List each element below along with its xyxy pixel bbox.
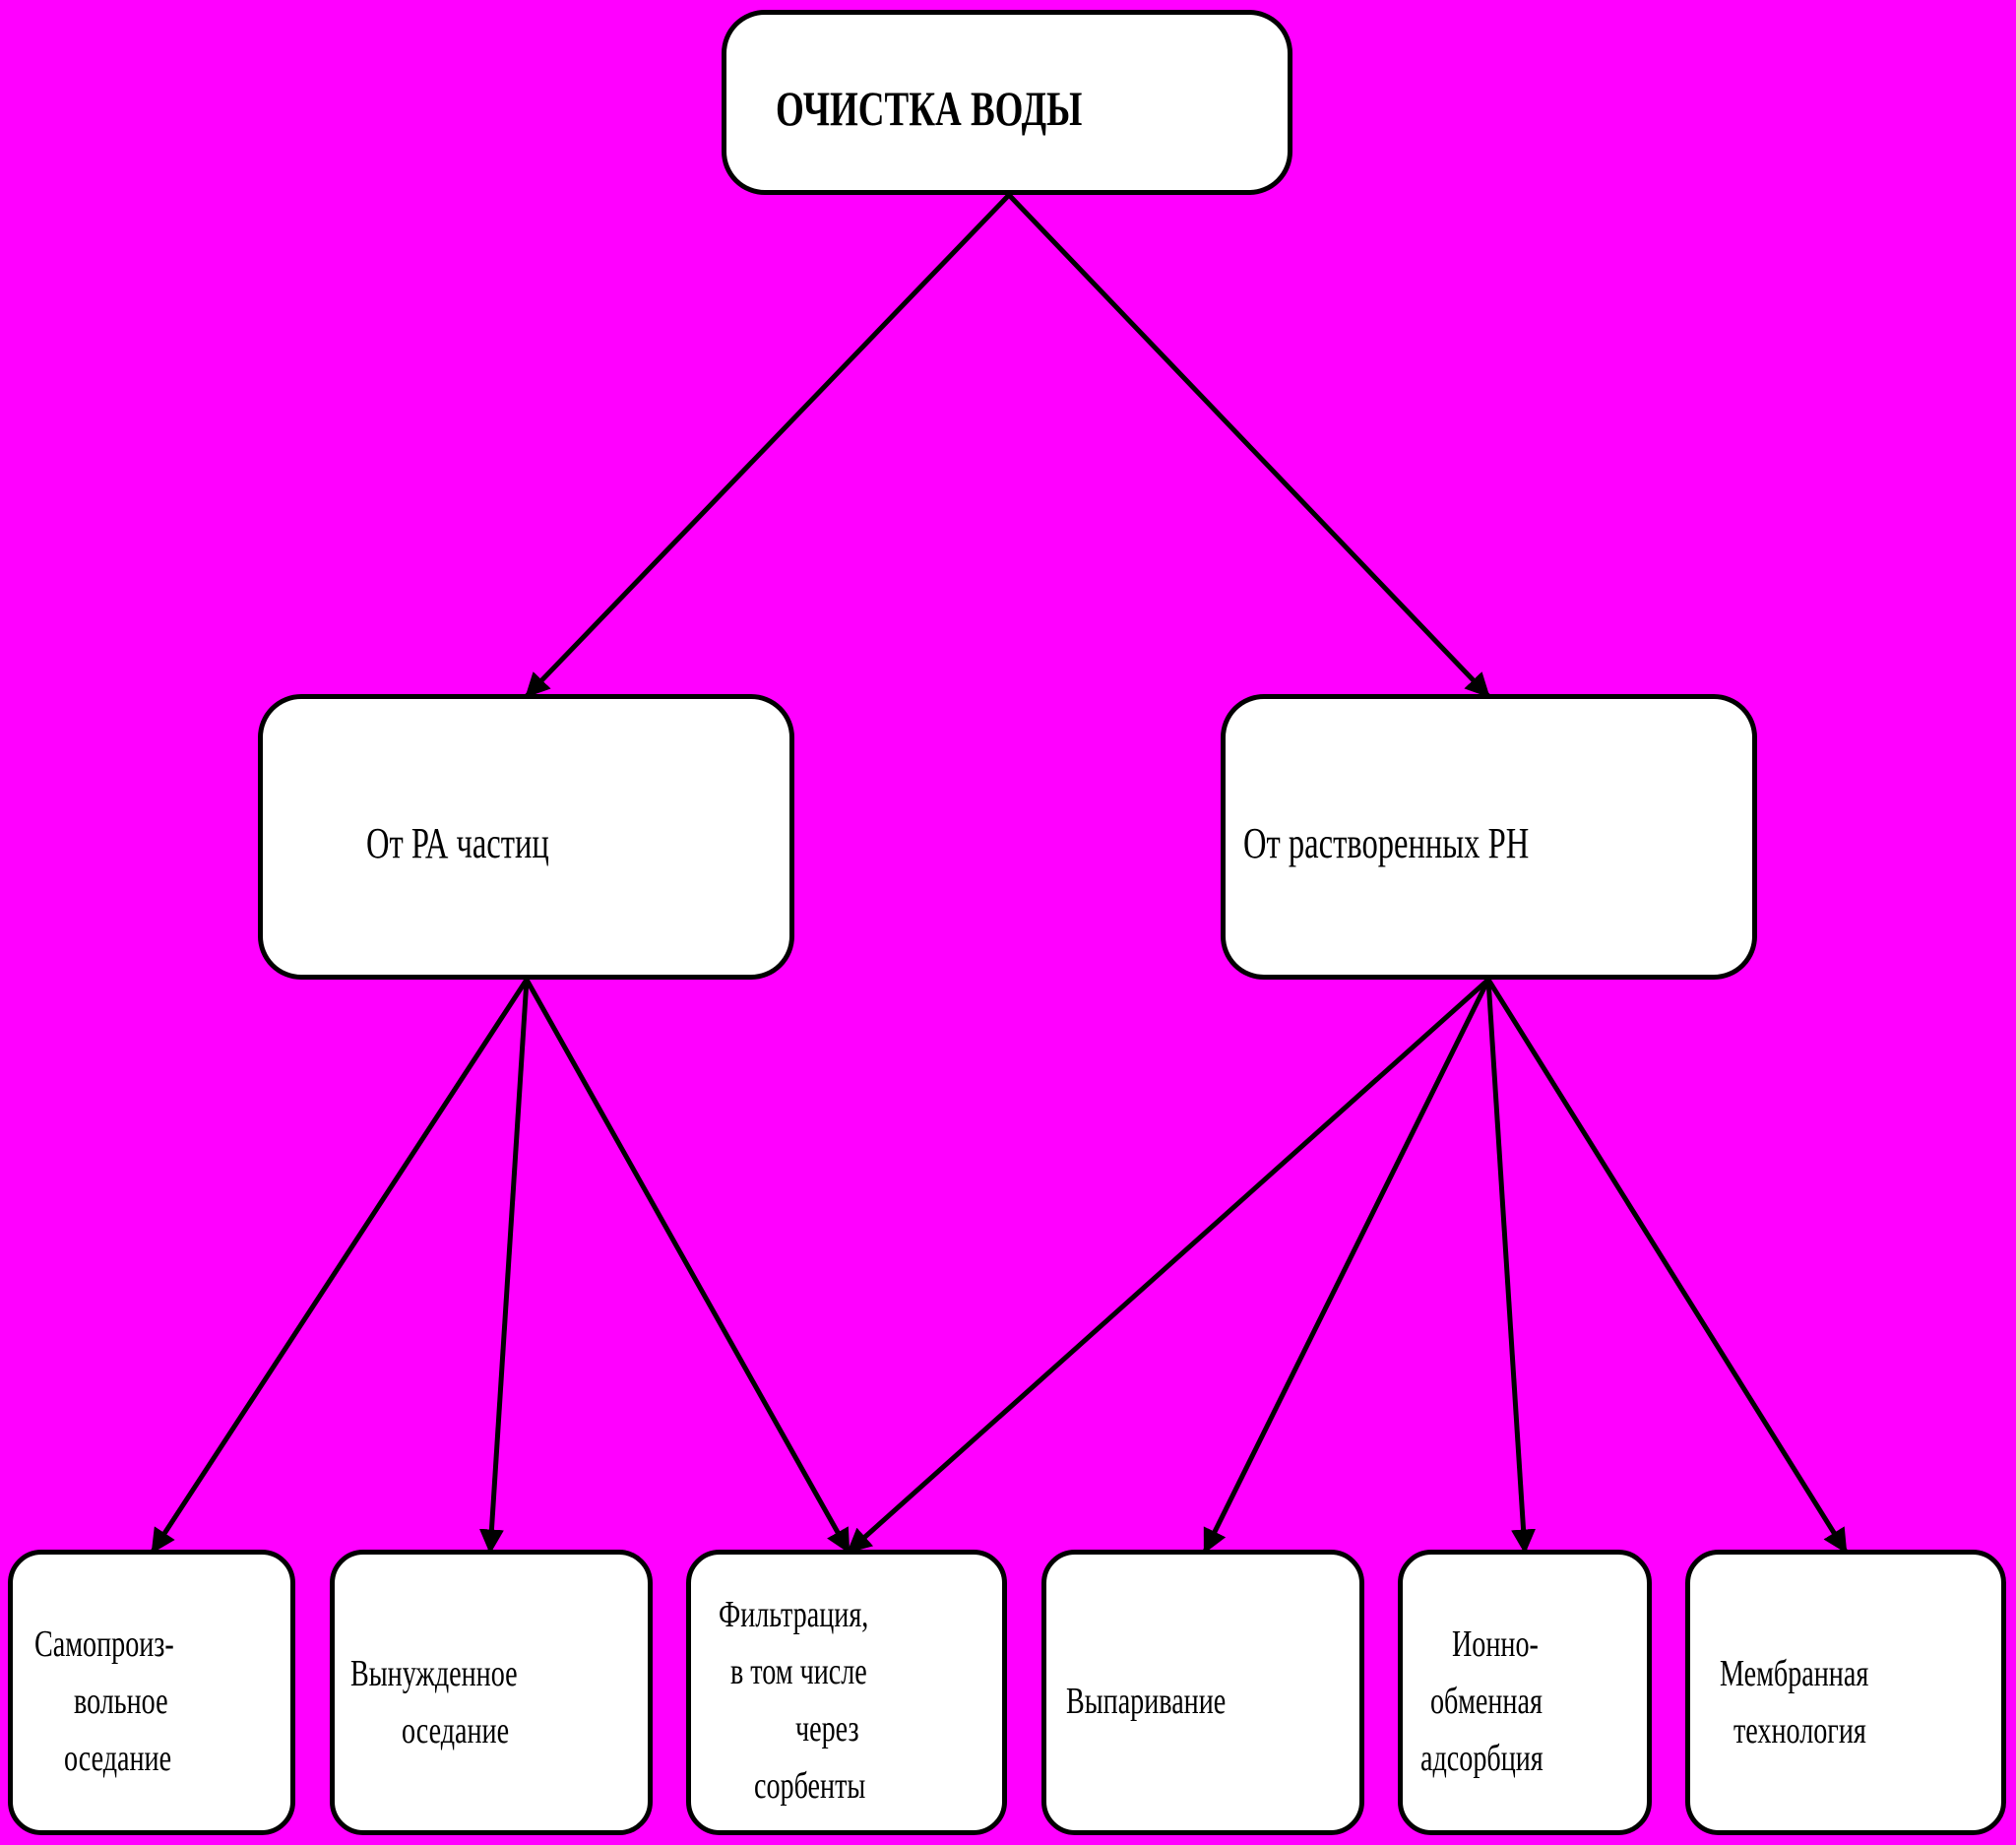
branch-dissolved-node: От растворенных РН [1221, 694, 1757, 980]
leaf-line: оседание [64, 1738, 172, 1779]
arrow-dissolved-to-membrane [1485, 978, 1849, 1555]
leaf-filtration: Фильтрация, в том числе через сорбенты [686, 1550, 1007, 1835]
arrow-dissolved-to-ion_exchange [1485, 979, 1537, 1555]
leaf-line: адсорбция [1420, 1738, 1544, 1779]
arrow-suspended-to-filtration [524, 978, 851, 1555]
leaf-line: Мембранная [1720, 1653, 1869, 1694]
leaf-line: Вынужденное [350, 1653, 518, 1694]
arrow-root-to-dissolved [1007, 193, 1490, 698]
arrow-suspended-to-forced [478, 979, 530, 1555]
root-label: ОЧИСТКА ВОДЫ [776, 81, 1083, 136]
leaf-line: Выпаривание [1066, 1681, 1227, 1722]
leaf-evaporation: Выпаривание [1041, 1550, 1364, 1835]
leaf-spontaneous-settling: Самопроиз- вольное оседание [8, 1550, 295, 1835]
branch-suspended-node: От РА частиц [258, 694, 794, 980]
leaf-line: через [795, 1708, 859, 1750]
leaf-line: оседание [402, 1710, 510, 1751]
leaf-line: в том числе [730, 1651, 867, 1692]
arrow-dissolved-to-filtration [847, 978, 1490, 1554]
leaf-line: Фильтрация, [719, 1594, 869, 1635]
leaf-line: Ионно- [1452, 1623, 1539, 1665]
leaf-line: Самопроиз- [34, 1623, 174, 1665]
leaf-line: технология [1733, 1710, 1866, 1751]
root-node: ОЧИСТКА ВОДЫ [722, 10, 1292, 195]
arrow-suspended-to-spontaneous [150, 978, 530, 1555]
leaf-line: сорбенты [754, 1765, 866, 1807]
leaf-forced-settling: Вынужденное оседание [330, 1550, 653, 1835]
leaf-membrane-technology: Мембранная технология [1685, 1550, 2006, 1835]
arrow-dissolved-to-evaporation [1202, 978, 1491, 1555]
leaf-ion-exchange: Ионно- обменная адсорбция [1398, 1550, 1652, 1835]
leaf-line: вольное [74, 1681, 168, 1722]
branch-dissolved-label: От растворенных РН [1243, 819, 1530, 867]
leaf-line: обменная [1430, 1681, 1543, 1722]
arrow-root-to-suspended [525, 193, 1011, 698]
branch-suspended-label: От РА частиц [366, 819, 549, 867]
